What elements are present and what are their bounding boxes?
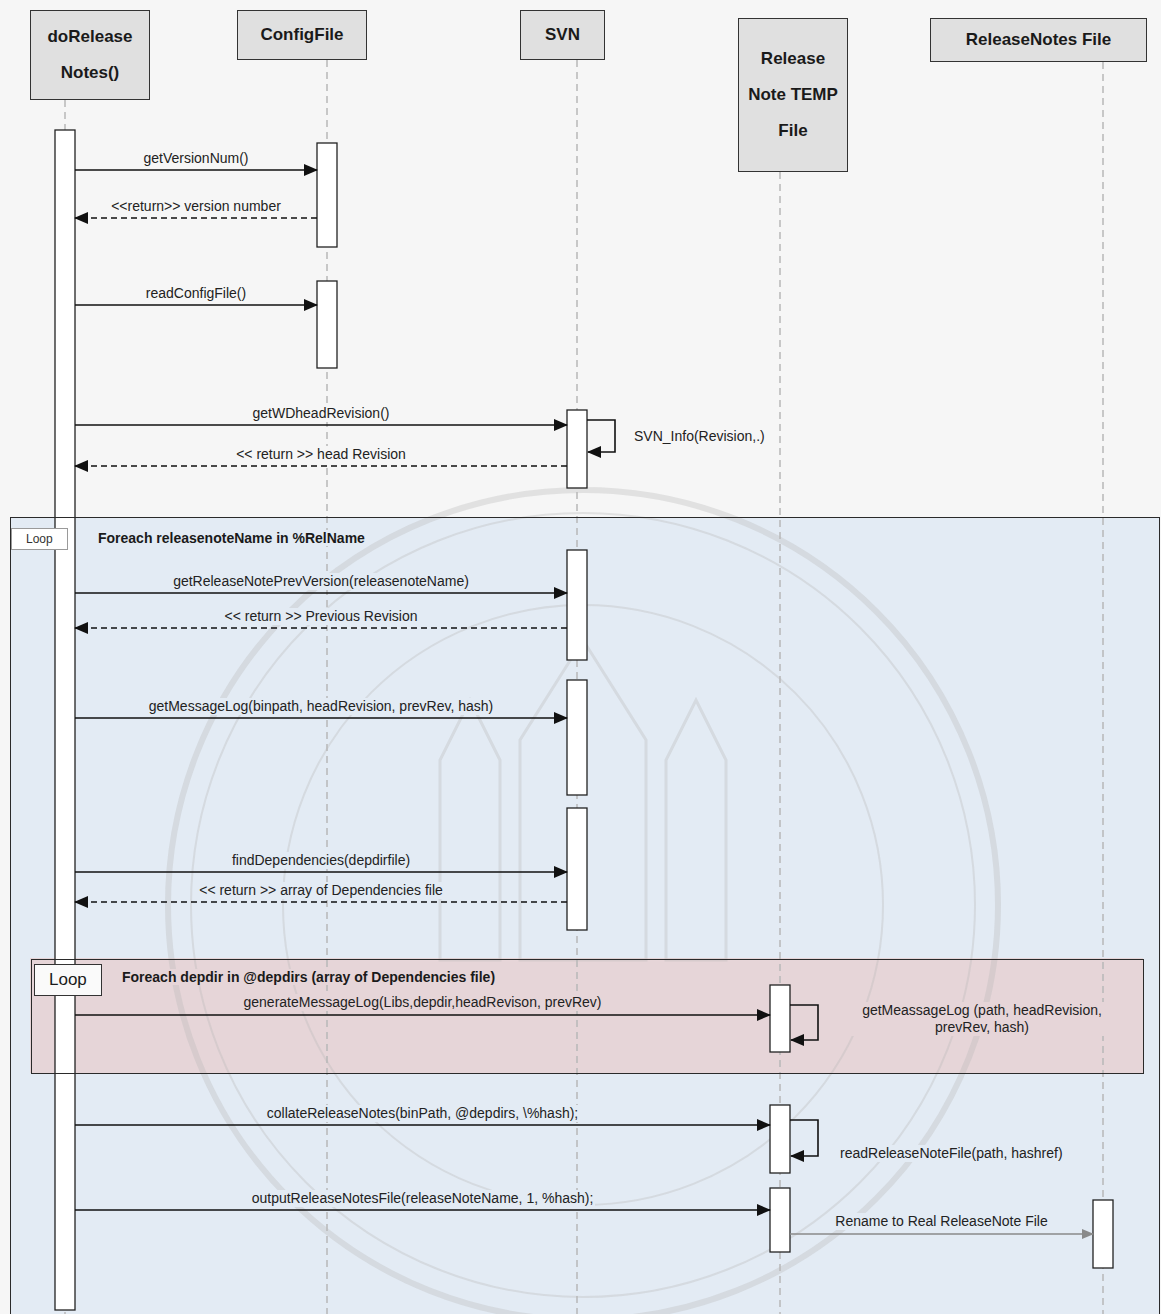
return-message [75,627,567,629]
lifeline-title: Release Note TEMP File [747,41,839,149]
self-message [790,1120,818,1156]
call-message [790,1233,1093,1235]
call-message [75,871,567,873]
lifeline-title: doRelease Notes() [39,19,141,91]
lifeline-title: SVN [545,17,580,53]
message-label: readReleaseNoteFile(path, hashref) [838,1145,1065,1162]
message-label: getMessageLog(binpath, headRevision, pre… [147,698,496,715]
message-label: readConfigFile() [144,285,248,302]
return-message [75,465,567,467]
call-message [75,304,317,306]
message-label: collateReleaseNotes(binPath, @depdirs, \… [265,1105,581,1122]
loop-tag: Loop [34,964,102,996]
message-label: getMeassageLog (path, headRevision, prev… [840,1002,1124,1036]
loop-guard: Foreach depdir in @depdirs (array of Dep… [120,969,497,985]
message-label: findDependencies(depdirfile) [230,852,412,869]
message-label: << return >> array of Dependencies file [197,882,445,899]
lifelines [65,60,1103,1314]
message-label: getWDheadRevision() [251,405,392,422]
call-message [75,1209,770,1211]
self-message [790,1005,818,1040]
message-label: getVersionNum() [141,150,250,167]
message-label: getReleaseNotePrevVersion(releasenoteNam… [171,573,471,590]
message-label: outputReleaseNotesFile(releaseNoteName, … [250,1190,596,1207]
lifeline-head: SVN [520,10,605,60]
call-message [75,1014,770,1016]
message-label: SVN_Info(Revision,.) [632,428,767,445]
lifeline-title: ConfigFile [260,17,343,53]
loop-ground [10,517,1160,1314]
activation-bars [55,130,1113,1310]
loop-tag: Loop [11,528,68,550]
message-label: generateMessageLog(Libs,depdir,headRevis… [242,994,604,1011]
lifeline-title: ReleaseNotes File [966,22,1112,58]
call-message [75,1124,770,1126]
call-message [75,424,567,426]
call-message [75,717,567,719]
lifeline-head: ConfigFile [237,10,367,60]
return-message [75,901,567,903]
self-message [587,420,615,452]
message-label: Rename to Real ReleaseNote File [833,1213,1049,1230]
call-message [75,169,317,171]
return-message [75,217,317,219]
message-label: << return >> Previous Revision [223,608,420,625]
call-message [75,592,567,594]
message-label: << return >> head Revision [234,446,408,463]
message-label: <<return>> version number [109,198,283,215]
loop-guard: Foreach releasenoteName in %RelName [96,530,367,546]
lifeline-head: doRelease Notes() [30,10,150,100]
lifeline-head: Release Note TEMP File [738,18,848,172]
lifeline-head: ReleaseNotes File [930,18,1147,62]
